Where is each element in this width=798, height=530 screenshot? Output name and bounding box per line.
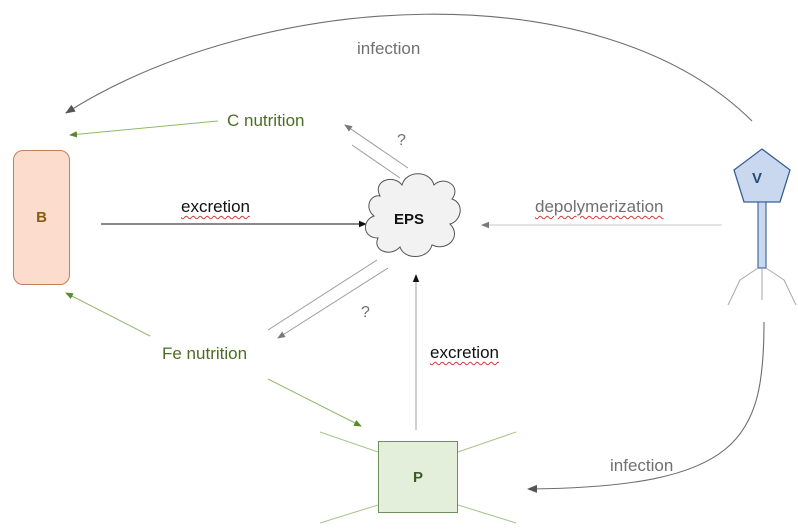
p-spikes bbox=[319, 431, 517, 524]
infection-label-top: infection bbox=[357, 39, 421, 58]
eps-to-c-arrow-2 bbox=[351, 144, 401, 179]
bacteria-label: B bbox=[36, 209, 47, 226]
eps-label: EPS bbox=[394, 211, 425, 228]
c-nutrition-label: C nutrition bbox=[227, 111, 305, 130]
fe-to-b-arrow bbox=[65, 292, 151, 337]
eps-to-c-arrow-1 bbox=[344, 124, 409, 169]
bacteria-node: B bbox=[13, 150, 70, 285]
eps-cloud bbox=[365, 173, 461, 257]
phytoplankton-node: P bbox=[378, 441, 458, 513]
question-mark-bottom: ? bbox=[361, 304, 370, 321]
eps-to-fe-arrow-1 bbox=[267, 259, 378, 331]
question-mark-top: ? bbox=[397, 132, 406, 149]
infection-arrow-top bbox=[65, 13, 753, 122]
excretion-label-p: excretion bbox=[430, 343, 499, 362]
c-nutrition-to-b-arrow bbox=[69, 120, 219, 138]
infection-arrow-bottom bbox=[527, 321, 765, 493]
excretion-label-b: excretion bbox=[181, 197, 250, 216]
eps-to-fe-arrow-2 bbox=[277, 267, 389, 339]
phytoplankton-label: P bbox=[412, 468, 423, 486]
fe-to-p-arrow bbox=[267, 378, 362, 427]
depolymerization-label: depolymerization bbox=[535, 197, 664, 216]
fe-nutrition-label: Fe nutrition bbox=[162, 344, 248, 363]
infection-label-bottom: infection bbox=[610, 456, 674, 475]
virus-label: V bbox=[752, 170, 763, 187]
virus-shape bbox=[727, 148, 797, 306]
